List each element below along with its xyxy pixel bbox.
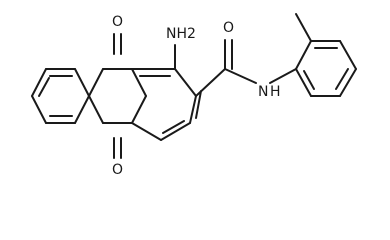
bond	[224, 68, 257, 84]
bond	[339, 40, 357, 70]
ring-a-benzo	[31, 68, 90, 124]
methyl-bond	[295, 13, 312, 42]
chemical-structure-diagram: O O NH2 O N H	[31, 13, 357, 178]
bond	[269, 68, 297, 84]
ring-c-substituted	[131, 44, 202, 141]
tolyl-ring	[295, 13, 357, 97]
ring-b-quinone	[88, 33, 147, 159]
amide-group	[195, 39, 297, 97]
bond	[74, 95, 90, 124]
bond	[131, 95, 147, 124]
oxygen-amide-label: O	[223, 20, 234, 36]
double-bond-inner	[162, 120, 185, 134]
double-bond-inner	[195, 90, 202, 119]
double-bond-inner	[335, 68, 349, 90]
bond	[31, 95, 47, 124]
bond	[74, 68, 90, 97]
nitrogen-amide-label: N	[258, 84, 268, 100]
bond	[174, 68, 197, 97]
bond	[88, 68, 104, 97]
bond	[131, 68, 147, 97]
oxygen-top-label: O	[112, 14, 123, 30]
oxygen-bottom-label: O	[112, 162, 123, 178]
bond	[189, 95, 197, 124]
double-bond-inner	[38, 77, 50, 97]
bond	[295, 40, 312, 70]
bond	[88, 95, 104, 124]
bond	[160, 122, 191, 141]
double-bond-inner	[303, 70, 315, 90]
bond	[295, 68, 312, 97]
amino-label: NH2	[166, 26, 196, 42]
atom-labels: O O NH2 O N H	[112, 14, 281, 178]
bond	[339, 68, 357, 97]
structure-canvas: O O NH2 O N H	[31, 13, 357, 178]
bond	[131, 122, 162, 141]
hydrogen-amide-label: H	[270, 84, 281, 100]
bond	[31, 68, 47, 97]
bond	[195, 68, 226, 97]
